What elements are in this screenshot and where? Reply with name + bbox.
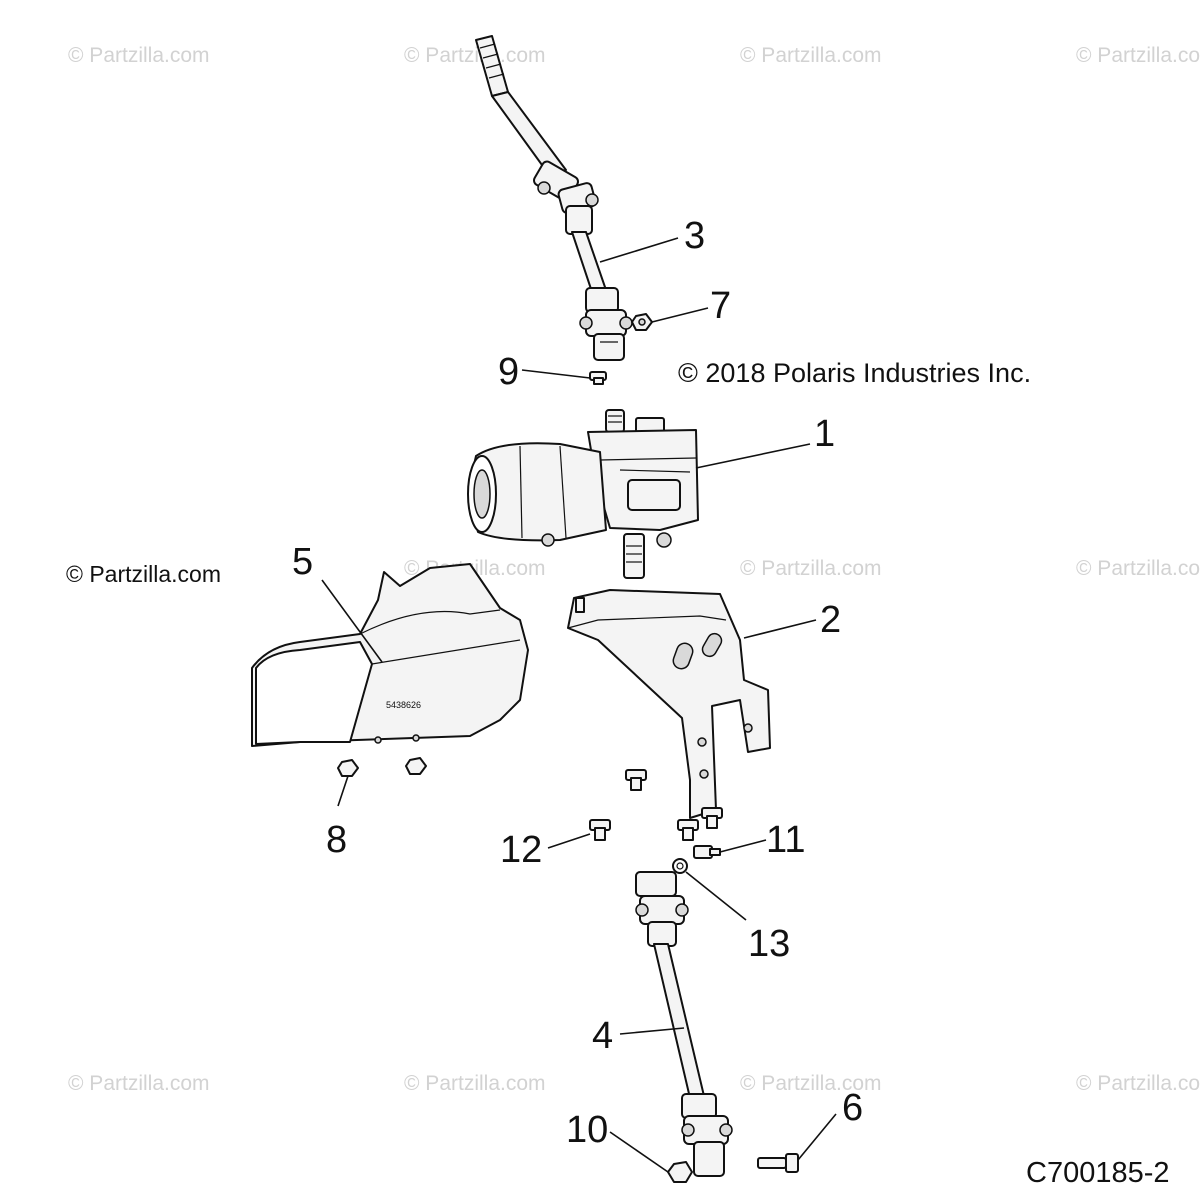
callout-13: 13 (748, 923, 790, 965)
heat-shield: 5438626 (251, 563, 529, 747)
callout-6: 6 (842, 1087, 863, 1129)
bolt-11 (693, 845, 721, 859)
nuts-8 (337, 757, 427, 777)
watermark: © Partzilla.com (68, 1072, 210, 1095)
watermark: © Partzilla.com (740, 44, 882, 67)
mounting-bracket (567, 589, 771, 819)
upper-steering-shaft (475, 35, 633, 361)
leader-lines (321, 237, 837, 1173)
callout-10: 10 (566, 1109, 608, 1151)
callout-11: 11 (766, 819, 805, 861)
callout-4: 4 (592, 1015, 613, 1057)
bolt-6 (757, 1153, 799, 1173)
heat-shield-part-number: 5438626 (386, 700, 421, 710)
watermarks: © Partzilla.com © Partzilla.com © Partzi… (68, 44, 1200, 1095)
callout-12: 12 (500, 829, 542, 871)
callout-9: 9 (498, 351, 519, 393)
partzilla-note: © Partzilla.com (66, 561, 221, 587)
power-steering-unit (467, 409, 699, 579)
watermark: © Partzilla.com (404, 44, 546, 67)
watermark: © Partzilla.com (68, 44, 210, 67)
lower-steering-shaft (635, 871, 733, 1177)
callout-numbers: 1 2 3 4 5 6 7 8 9 10 11 12 13 (292, 215, 863, 1151)
callout-5: 5 (292, 541, 313, 583)
watermark: © Partzilla.com (1076, 1072, 1200, 1095)
bolts-12 (589, 769, 723, 841)
copyright-note: © 2018 Polaris Industries Inc. (678, 358, 1031, 388)
watermark: © Partzilla.com (740, 1072, 882, 1095)
diagram-code: C700185-2 (1026, 1157, 1170, 1189)
watermark: © Partzilla.com (404, 1072, 546, 1095)
watermark: © Partzilla.com (740, 557, 882, 580)
callout-7: 7 (710, 285, 731, 327)
callout-3: 3 (684, 215, 705, 257)
callout-2: 2 (820, 599, 841, 641)
watermark: © Partzilla.com (1076, 44, 1200, 67)
nut-7-hole (638, 318, 646, 326)
nut-10 (667, 1161, 693, 1183)
bolt-9 (589, 371, 607, 385)
watermark: © Partzilla.com (1076, 557, 1200, 580)
callout-1: 1 (814, 413, 835, 455)
washer-13 (672, 858, 688, 874)
callout-8: 8 (326, 819, 347, 861)
